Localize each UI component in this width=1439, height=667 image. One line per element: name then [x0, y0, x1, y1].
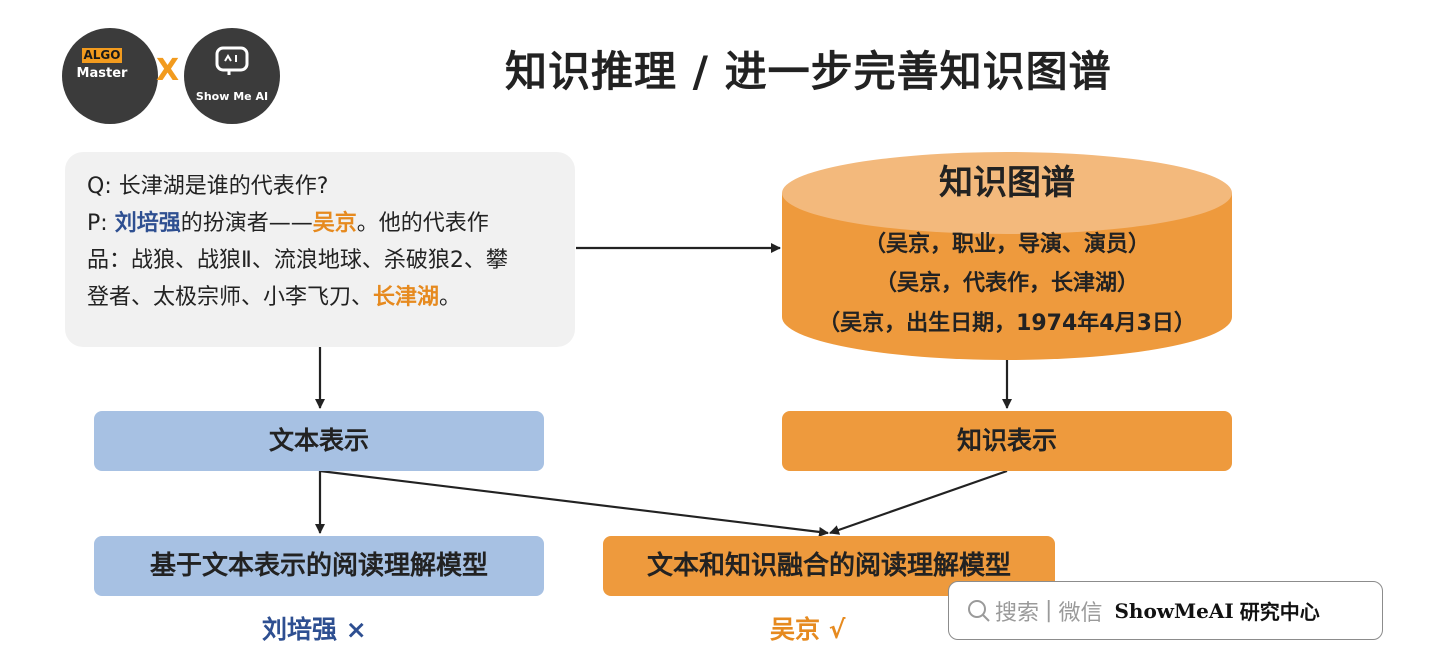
kg-title: 知识图谱	[939, 163, 1075, 203]
question-line: Q: 长津湖是谁的代表作?	[87, 168, 557, 205]
question-label: Q:	[87, 174, 112, 199]
search-icon	[968, 599, 990, 622]
logo-separator: X	[156, 53, 180, 88]
knowledge-graph-cylinder	[782, 152, 1232, 360]
question-passage-box: Q: 长津湖是谁的代表作? P: 刘培强的扮演者——吴京。他的代表作 品：战狼、…	[65, 152, 575, 347]
watermark-center: 研究中心	[1239, 600, 1320, 624]
arrow-knowledge-repr-to-fusion	[829, 469, 1008, 535]
algo-master-logo: ALGO Master	[62, 28, 158, 124]
passage-text-mid1: 的扮演者——	[180, 211, 313, 236]
result-fusion-model: 吴京 √	[770, 615, 846, 644]
entity-wu-jing: 吴京	[312, 211, 357, 236]
passage-label: P:	[87, 211, 108, 236]
watermark-wechat: 微信	[1058, 600, 1103, 626]
entity-liu-peiqiang: 刘培强	[114, 211, 181, 236]
algo-badge: ALGO	[82, 48, 122, 63]
entity-changjin-lake: 长津湖	[373, 285, 440, 310]
passage-text-line4a: 登者、太极宗师、小李飞刀、	[87, 285, 374, 310]
knowledge-representation-box: 知识表示	[782, 411, 1232, 471]
text-model-box: 基于文本表示的阅读理解模型	[94, 536, 544, 596]
passage-line-2: 品：战狼、战狼Ⅱ、流浪地球、杀破狼2、攀	[87, 248, 508, 273]
result-text-model: 刘培强 ×	[262, 615, 367, 644]
kg-triple-3: （吴京，出生日期，1974年4月3日）	[818, 311, 1196, 336]
kg-triple-1: （吴京，职业，导演、演员）	[863, 232, 1150, 257]
kg-triple-2: （吴京，代表作，长津湖）	[874, 271, 1139, 296]
passage-line-3: 登者、太极宗师、小李飞刀、长津湖。	[87, 279, 557, 316]
robot-face-icon	[215, 46, 249, 75]
question-text: 长津湖是谁的代表作?	[118, 174, 329, 199]
watermark-divider: |	[1045, 598, 1053, 623]
watermark-brand: ShowMeAI	[1114, 598, 1234, 623]
page-title: 知识推理 / 进一步完善知识图谱	[505, 47, 1112, 96]
arrow-text-repr-to-fusion	[319, 469, 829, 537]
showmeai-watermark: 搜索 | 微信 ShowMeAI 研究中心	[948, 581, 1383, 640]
passage-text-line4c: 。	[439, 285, 462, 310]
passage-text-mid2: 。他的代表作	[356, 211, 489, 236]
show-me-ai-logo: Show Me AI	[184, 28, 280, 124]
show-me-ai-label: Show Me AI	[195, 90, 269, 103]
text-representation-box: 文本表示	[94, 411, 544, 471]
watermark-search: 搜索	[995, 600, 1040, 626]
algo-master-label: Master	[76, 66, 128, 81]
passage-line-1: P: 刘培强的扮演者——吴京。他的代表作	[87, 205, 557, 242]
fusion-model-box: 文本和知识融合的阅读理解模型	[603, 536, 1055, 596]
